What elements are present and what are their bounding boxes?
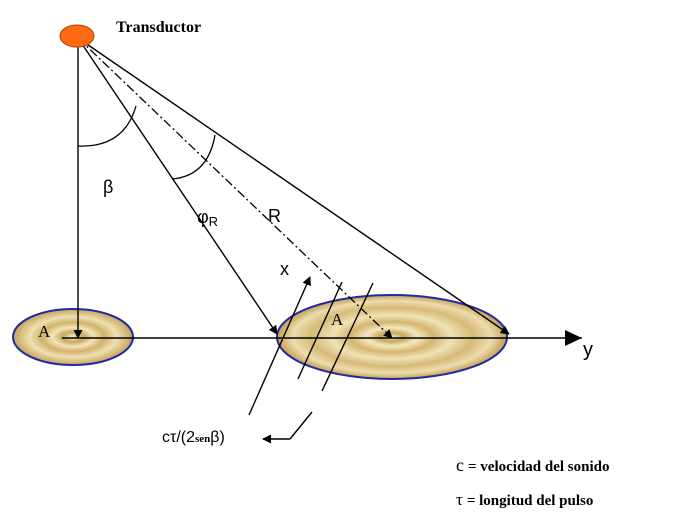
area-label-left: A [38,322,51,341]
phi-symbol: φ [197,207,209,227]
x-axis-arrow [248,276,311,416]
slant-line-left [297,281,343,380]
y-axis-arrowhead [565,330,582,346]
resolution-label-sen: sen [195,433,210,445]
legend-line-pulse: τ= longitud del pulso [456,490,593,509]
legend-symbol-tau: τ [456,490,463,509]
resolution-label-end: β) [210,429,225,446]
resolution-label: cτ/(2senβ) [162,429,225,446]
legend-text-c: = velocidad del sonido [468,459,610,475]
outer-ray [77,37,510,335]
phi-subscript: R [209,214,218,229]
x-axis-label: x [280,259,289,279]
left-footprint-ellipse [12,308,134,366]
inner-ray [77,37,278,335]
legend-symbol-c: c [456,455,464,475]
area-label-right: A [331,310,344,329]
resolution-bracket-slant [289,411,313,440]
center-dashdot-line [77,37,393,339]
beta-label: β [103,177,113,197]
range-label: R [268,206,281,226]
y-axis-label: y [583,339,593,361]
phi-arc [171,134,216,180]
phi-label: φR [197,207,218,229]
resolution-label-main: cτ/(2 [162,429,195,446]
legend-text-tau: = longitud del pulso [467,493,594,509]
beta-arc [77,105,137,147]
right-footprint-ellipse [276,294,508,380]
transducer-icon [59,24,95,48]
transducer-label: Transductor [116,19,201,36]
slant-line-right [321,282,374,392]
legend-line-speed: c= velocidad del sonido [456,455,610,475]
